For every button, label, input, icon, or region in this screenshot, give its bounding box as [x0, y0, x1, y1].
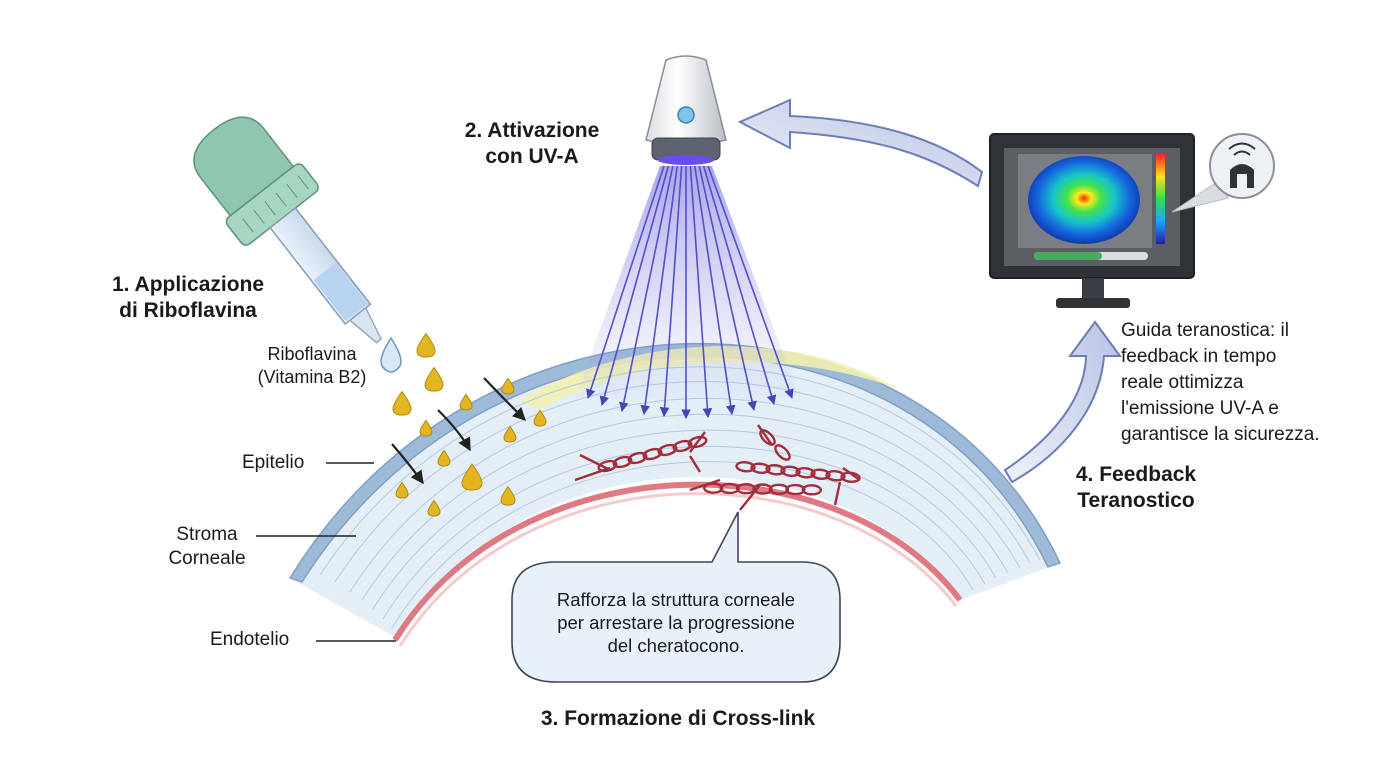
- crosslink-link: [735, 460, 756, 473]
- crosslink-network: [574, 424, 861, 511]
- stroma-label-line2: Corneale: [168, 548, 246, 569]
- crosslink-link: [657, 443, 678, 457]
- step3-title: 3. Formazione di Cross-link: [540, 707, 816, 730]
- sensor-icon: [1209, 133, 1275, 199]
- riboflavin-droplet: [395, 481, 409, 499]
- crosslink-link: [642, 447, 663, 461]
- riboflavin-droplet: [416, 332, 436, 358]
- crosslink-link: [627, 451, 648, 465]
- diffusion-arrows: [391, 377, 526, 485]
- uv-ray: [694, 165, 736, 415]
- riboflavin-droplet: [500, 485, 516, 506]
- step4-title-line2: Teranostico: [1077, 489, 1195, 512]
- crosslink-link: [612, 455, 633, 469]
- step1-title: 1. Applicazione di Riboflavina: [88, 272, 288, 324]
- uv-ray: [689, 165, 713, 418]
- feedback-arrow-to-lamp: [737, 98, 984, 188]
- uv-beam: [575, 166, 800, 398]
- crosslink-link: [687, 435, 708, 449]
- uv-ray: [702, 165, 777, 405]
- crosslink-link: [719, 482, 740, 495]
- step2-title-line2: con UV-A: [485, 145, 579, 168]
- dropper-icon: [193, 116, 382, 344]
- bubble-text-line1: Rafforza la struttura corneale: [556, 589, 796, 610]
- stroma-label: Stroma Corneale: [160, 523, 254, 571]
- crosslink-link: [825, 469, 846, 482]
- uv-rays: [586, 165, 794, 419]
- uv-lamp-icon: [645, 55, 727, 165]
- step2-title: 2. Attivazione con UV-A: [442, 118, 622, 170]
- riboflavin-droplet: [459, 393, 473, 411]
- bubble-text: Rafforza la struttura corneale per arres…: [514, 588, 838, 657]
- crosslink-link: [768, 483, 790, 495]
- bubble-text-line3: del cheratocono.: [607, 635, 745, 656]
- step1-title-line2: di Riboflavina: [119, 299, 257, 322]
- step4-title-line1: 4. Feedback: [1075, 463, 1197, 486]
- feedback-note-line1: Guida teranostica: il: [1121, 320, 1289, 341]
- uv-ray: [619, 165, 674, 412]
- riboflavin-droplet: [392, 390, 412, 416]
- feedback-arrow-to-monitor: [1003, 320, 1122, 484]
- droplet-icon: [380, 336, 402, 373]
- crosslink-link: [795, 466, 816, 479]
- uv-ray: [698, 165, 757, 411]
- riboflavin-droplet: [533, 409, 547, 427]
- crosslink-link: [672, 439, 693, 453]
- crosslink-link: [752, 483, 773, 495]
- riboflavin-droplet: [427, 499, 441, 517]
- feedback-note: Guida teranostica: il feedback in tempo …: [1121, 318, 1371, 448]
- uv-ray: [659, 165, 683, 417]
- layer-leader-lines: [256, 462, 396, 642]
- epithelium-layer: [288, 342, 1062, 583]
- endothelium-layer: [392, 481, 963, 642]
- uv-ray: [599, 165, 670, 406]
- uv-ray: [707, 165, 794, 399]
- crosslink-link: [785, 483, 806, 496]
- color-scale-bar: [1156, 154, 1165, 244]
- riboflavin-label-line2: (Vitamina B2): [257, 367, 367, 387]
- riboflavin-droplets: [392, 332, 547, 517]
- crosslink-chain: [597, 429, 861, 496]
- riboflavin-label: Riboflavina (Vitamina B2): [242, 343, 382, 389]
- riboflavin-droplet: [437, 449, 451, 467]
- bubble-text-line2: per arrestare la progressione: [557, 612, 795, 633]
- epithelium-label: Epitelio: [242, 452, 305, 473]
- crosslink-link: [810, 468, 831, 481]
- riboflavin-droplet: [419, 419, 433, 437]
- step2-title-line1: 2. Attivazione: [464, 119, 600, 142]
- endothelium-label: Endotelio: [210, 629, 290, 650]
- crosslink-link: [780, 465, 801, 478]
- crosslink-link: [774, 444, 791, 461]
- feedback-note-line4: l'emissione UV-A e: [1121, 398, 1279, 419]
- uv-ray: [586, 165, 665, 399]
- feedback-note-line2: feedback in tempo: [1121, 346, 1277, 367]
- crosslink-link: [735, 483, 757, 495]
- crosslink-link: [801, 484, 822, 496]
- topography-map: [1028, 156, 1140, 244]
- progress-bar-fill: [1034, 252, 1102, 260]
- stroma-layer: [290, 343, 1060, 640]
- riboflavin-droplet: [461, 463, 483, 491]
- monitor-icon: [989, 133, 1195, 308]
- crosslink-link: [703, 482, 724, 494]
- crosslink-link: [765, 463, 786, 476]
- uv-ray: [640, 165, 678, 415]
- step1-title-line1: 1. Applicazione: [111, 273, 265, 296]
- feedback-note-line3: reale ottimizza: [1121, 372, 1244, 393]
- step4-title: 4. Feedback Teranostico: [1050, 462, 1222, 514]
- riboflavin-label-line1: Riboflavina: [267, 344, 357, 364]
- crosslink-link: [750, 462, 771, 475]
- riboflavin-droplet: [424, 366, 444, 392]
- stroma-label-line1: Stroma: [176, 524, 238, 545]
- info-bubble: [511, 511, 841, 683]
- feedback-note-line5: garantisce la sicurezza.: [1121, 424, 1320, 445]
- riboflavin-droplet: [503, 425, 517, 443]
- riboflavin-droplet: [501, 377, 515, 395]
